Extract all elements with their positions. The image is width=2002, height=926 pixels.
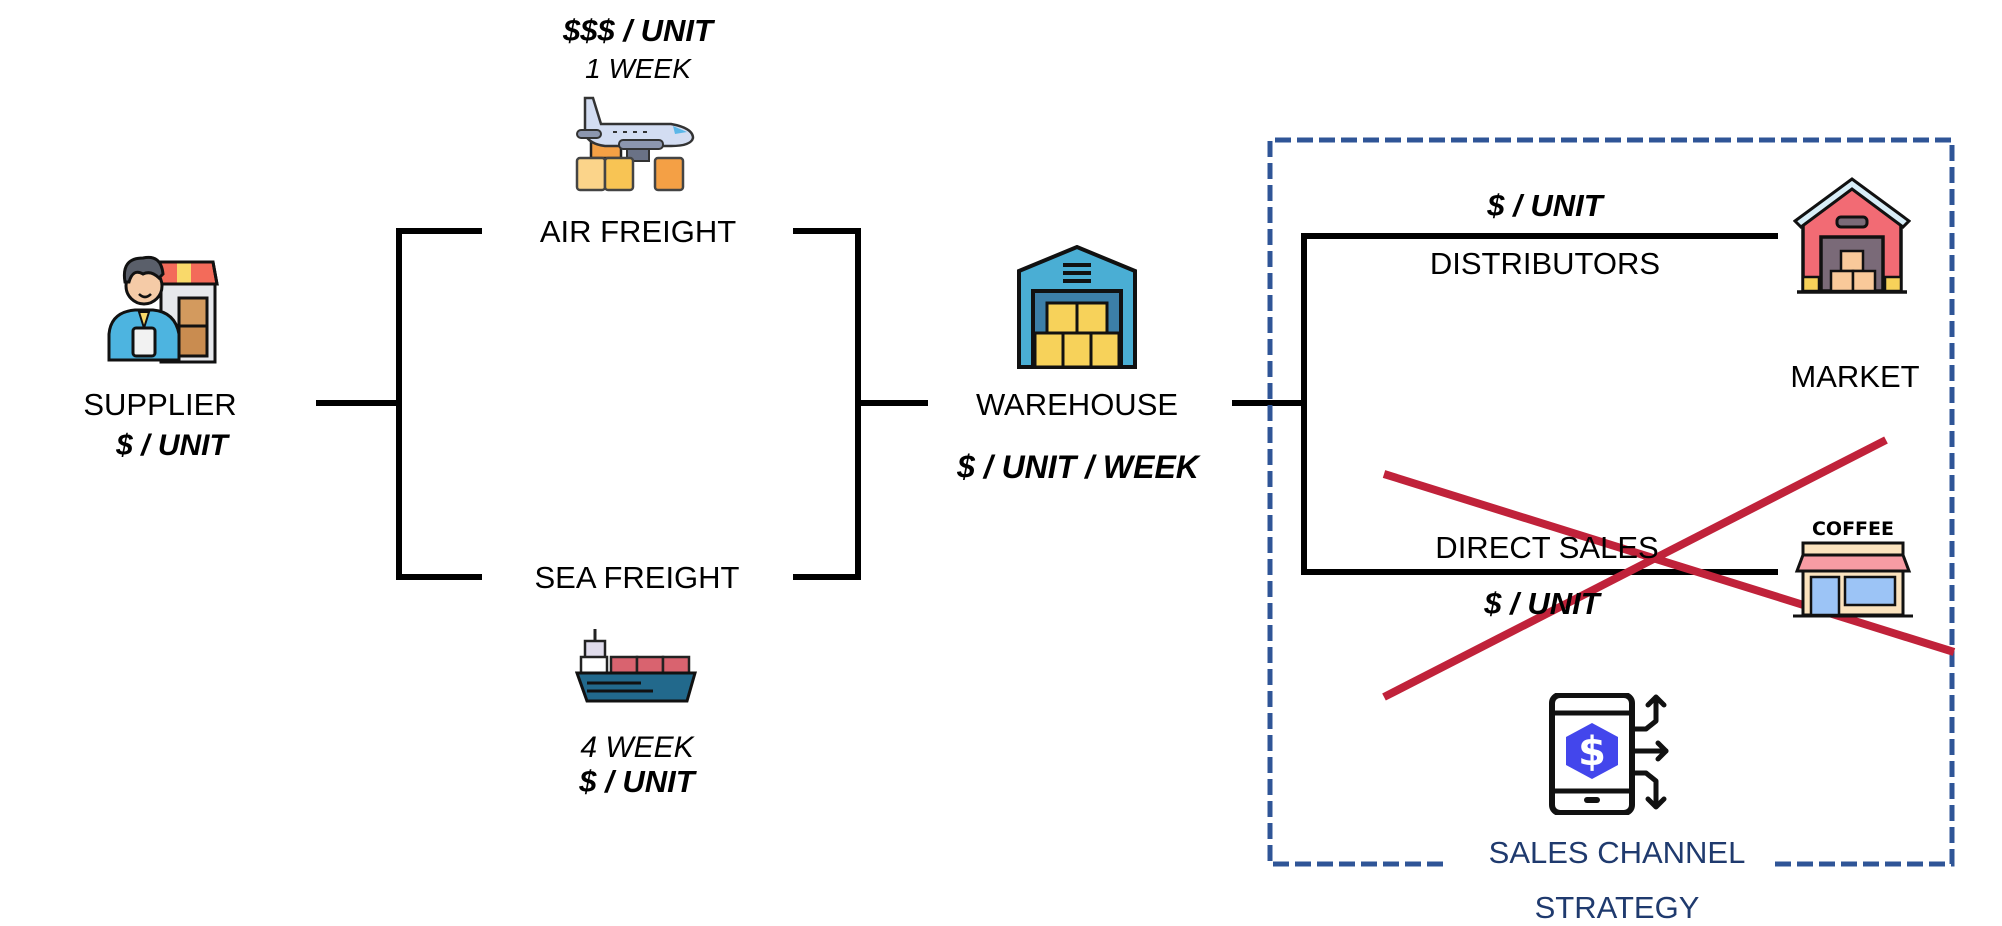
distributors-line	[1301, 233, 1778, 575]
supplier-label: SUPPLIER	[83, 387, 237, 422]
coffee-sign-text: COFFEE	[1812, 518, 1894, 540]
direct-sales-label: DIRECT SALES	[1435, 530, 1659, 565]
phone-dollar-distribution-icon: $	[1549, 693, 1669, 815]
sea-freight-lead-time: 4 WEEK	[580, 731, 694, 764]
supplier-person-store-icon	[107, 255, 219, 364]
sea-freight-label: SEA FREIGHT	[534, 560, 740, 595]
air-freight-label: AIR FREIGHT	[539, 214, 737, 249]
direct-sales-cost: $ / UNIT	[1484, 586, 1600, 621]
freight-right-bracket	[793, 228, 861, 580]
distributors-cost: $ / UNIT	[1487, 188, 1603, 223]
market-label: MARKET	[1790, 359, 1920, 394]
sea-freight-cost: $ / UNIT	[579, 764, 695, 799]
warehouse-cost: $ / UNIT / WEEK	[957, 449, 1199, 485]
distributors-label: DISTRIBUTORS	[1429, 246, 1661, 281]
supplier-cost: $ / UNIT	[116, 429, 228, 462]
warehouse-label: WAREHOUSE	[975, 387, 1179, 422]
svg-text:$: $	[1578, 729, 1606, 775]
freight-left-bracket	[396, 228, 482, 580]
cross-out-line-1	[1382, 470, 1956, 656]
cross-out-line-2	[1382, 436, 1888, 701]
air-freight-lead-time: 1 WEEK	[585, 53, 691, 84]
air-freight-cost: $$$ / UNIT	[563, 13, 713, 48]
warehouse-boxes-icon	[1017, 245, 1137, 369]
sales-channel-strategy-title-line1: SALES CHANNEL	[1488, 835, 1746, 870]
distributor-warehouse-icon	[1793, 177, 1911, 294]
airplane-boxes-icon	[575, 96, 695, 192]
cargo-ship-icon	[575, 629, 697, 703]
sales-channel-strategy-box	[1267, 137, 1955, 867]
coffee-shop-icon: COFFEE	[1793, 518, 1913, 618]
sales-channel-strategy-title-line2: STRATEGY	[1534, 890, 1700, 925]
